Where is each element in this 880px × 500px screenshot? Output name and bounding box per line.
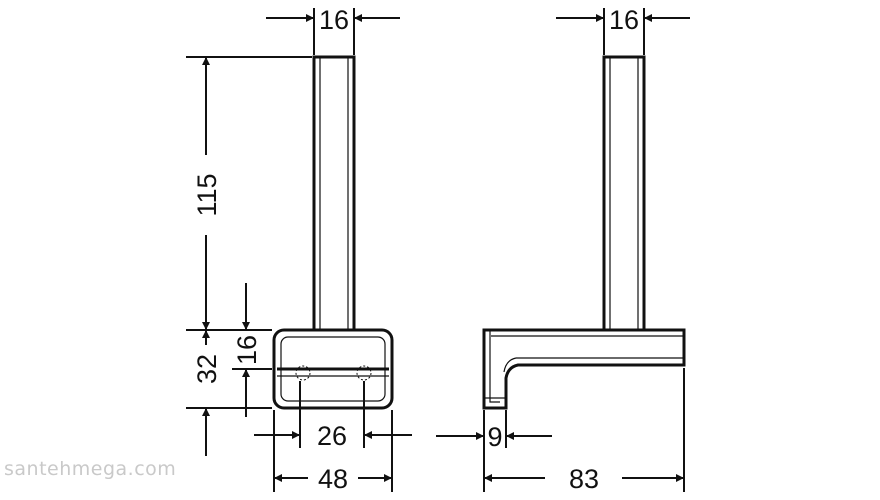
dim-label-base-upper: 16 [232, 335, 262, 365]
dim-front-rod-width [266, 8, 400, 55]
dim-base-upper [232, 283, 272, 417]
dim-label-rod-height: 115 [192, 173, 222, 216]
front-view [272, 55, 394, 410]
dim-projection [484, 368, 685, 492]
side-view [482, 55, 686, 410]
dim-slot-width [254, 381, 412, 448]
dim-base-width [273, 410, 393, 492]
dim-label-base-width: 48 [318, 464, 348, 494]
dim-label-front-rod-width: 16 [319, 5, 349, 35]
dim-label-slot-width: 26 [317, 421, 347, 451]
dim-label-wall-thickness: 9 [487, 422, 502, 452]
side-bracket [482, 328, 686, 410]
dim-rod-height [186, 56, 312, 331]
dim-label-side-rod-width: 16 [609, 5, 639, 35]
dim-label-base-height: 32 [192, 354, 222, 384]
front-base [272, 328, 394, 410]
dim-label-projection: 83 [569, 464, 599, 494]
watermark: santehmega.com [4, 458, 177, 480]
dim-base-height [186, 330, 272, 456]
dim-side-rod-width [556, 8, 690, 55]
